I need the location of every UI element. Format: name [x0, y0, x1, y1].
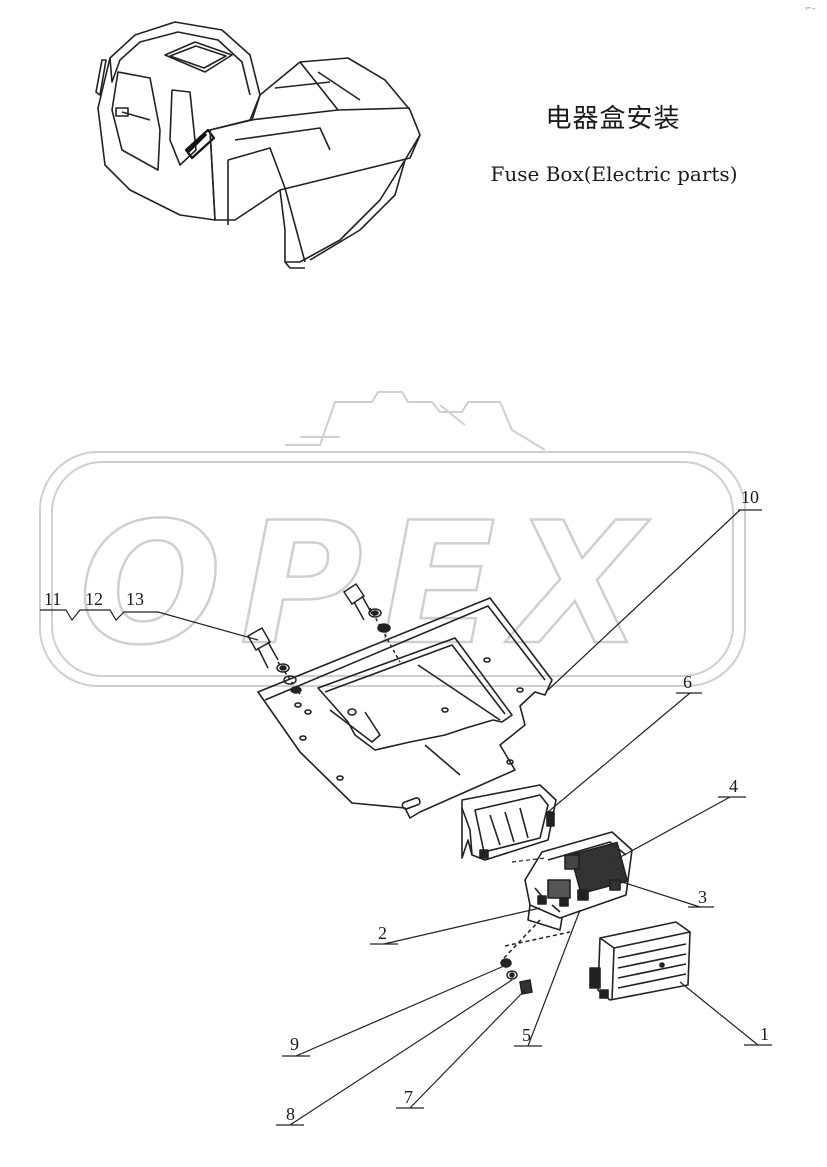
callout-7: 7: [404, 1087, 413, 1107]
diagram-title-chinese: 电器盒安装: [545, 104, 681, 134]
callout-12: 12: [85, 589, 103, 609]
diagram-title-english: Fuse Box(Electric parts): [490, 162, 738, 186]
watermark-text: OPEX: [79, 486, 661, 682]
watermark-logo: [39, 391, 746, 687]
fuse-box-part-4: [524, 831, 633, 931]
controller-part-1: [589, 921, 691, 1001]
callout-3: 3: [698, 887, 707, 907]
callout-4: 4: [729, 776, 738, 796]
mounting-plate-part-10: [257, 597, 553, 819]
callout-13: 13: [126, 589, 144, 609]
callout-10: 10: [741, 487, 759, 507]
bracket-part-6: [461, 784, 557, 861]
excavator-overview-drawing: [95, 21, 421, 269]
callout-5: 5: [522, 1025, 531, 1045]
callout-2: 2: [378, 923, 387, 943]
callout-1: 1: [760, 1024, 769, 1044]
callout-8: 8: [286, 1104, 295, 1124]
screw-assembly-parts-7-9: [500, 919, 571, 995]
callout-11: 11: [44, 589, 61, 609]
leader-lines: [40, 509, 772, 1126]
callout-9: 9: [290, 1034, 299, 1054]
bolt-assembly-parts-11-13: [246, 582, 401, 698]
corner-mark: ⌐–: [805, 4, 816, 13]
callout-6: 6: [683, 672, 692, 692]
